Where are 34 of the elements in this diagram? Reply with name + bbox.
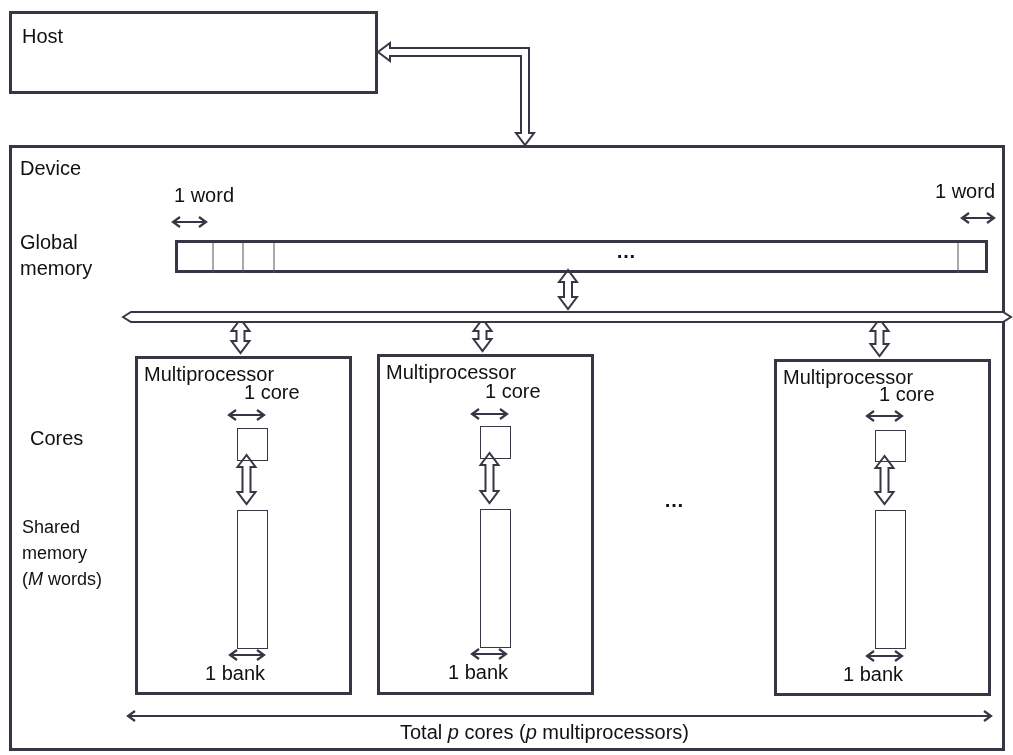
host-box bbox=[9, 11, 378, 94]
double-arrow bbox=[376, 41, 536, 147]
double-arrow bbox=[873, 454, 896, 506]
shared-memory-bank bbox=[875, 510, 906, 649]
node-title: Device bbox=[20, 157, 82, 179]
multiprocessor-box bbox=[135, 356, 352, 695]
dimension-label: 1 core bbox=[485, 381, 541, 402]
double-arrow bbox=[557, 268, 579, 311]
dimension-label: 1 word bbox=[935, 181, 996, 202]
core-box bbox=[875, 430, 906, 462]
dimension-label: Total p cores (p multiprocessors) bbox=[400, 722, 689, 743]
core-box bbox=[237, 428, 268, 461]
dimension-label: 1 bank bbox=[843, 664, 904, 685]
dimension-label: 1 core bbox=[244, 382, 300, 403]
dimension-label: 1 bank bbox=[448, 662, 509, 683]
node-title: Multiprocessor bbox=[386, 361, 517, 383]
core-box bbox=[480, 426, 511, 459]
row-label: Global memory bbox=[20, 230, 94, 281]
row-label: Shared memory (M words) bbox=[22, 516, 103, 591]
dimension-label: 1 word bbox=[174, 185, 235, 206]
row-label: Cores bbox=[30, 428, 84, 449]
ellipsis: … bbox=[616, 240, 636, 262]
double-arrow bbox=[235, 453, 258, 506]
multiprocessor-box bbox=[377, 354, 594, 695]
bus-bar bbox=[123, 312, 1011, 322]
multiprocessor-box bbox=[774, 359, 991, 696]
node-title: Multiprocessor bbox=[144, 363, 275, 385]
shared-memory-bank bbox=[480, 509, 511, 648]
shared-memory-bank bbox=[237, 510, 268, 649]
ellipsis: … bbox=[664, 490, 684, 511]
node-title: Host bbox=[22, 25, 64, 47]
global-memory-bar bbox=[175, 240, 988, 273]
dimension-label: 1 bank bbox=[205, 663, 266, 684]
double-arrow bbox=[478, 451, 501, 505]
